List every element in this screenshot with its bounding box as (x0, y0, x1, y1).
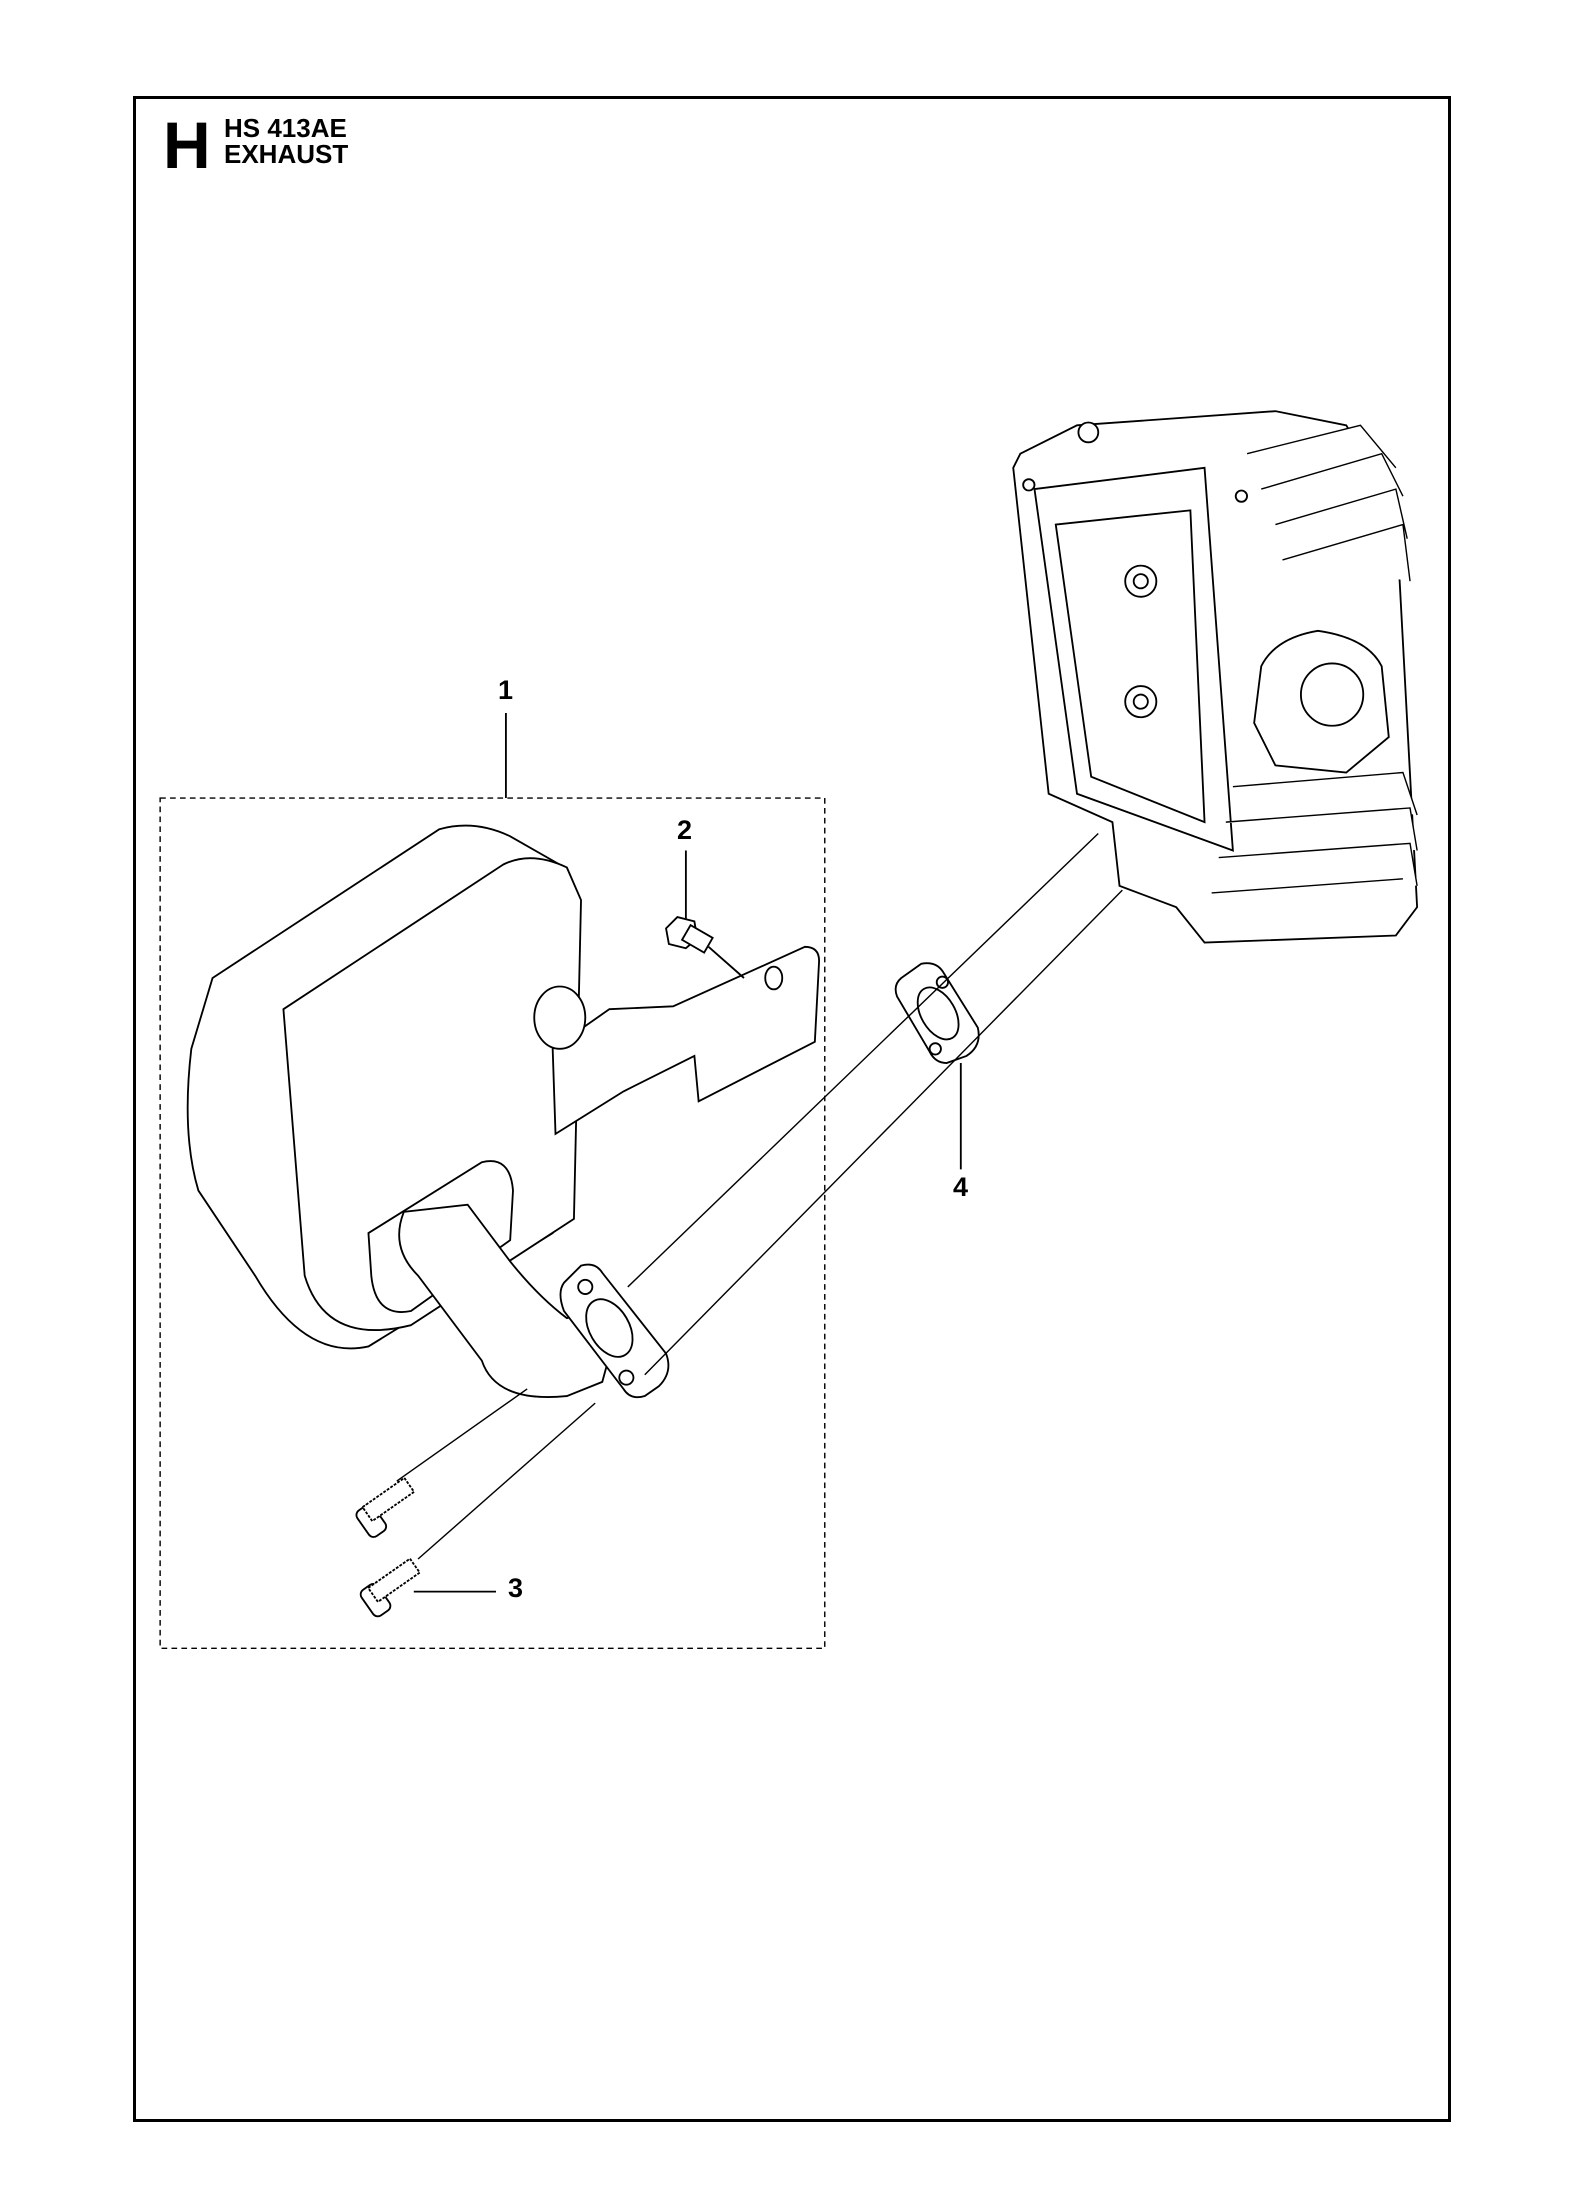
assembly-dashed-box (159, 797, 826, 1650)
section-letter: H (163, 108, 211, 182)
callout-2: 2 (677, 815, 693, 845)
muffler (186, 824, 821, 1398)
gasket-4 (894, 962, 980, 1064)
cylinder-head (1012, 410, 1419, 944)
screws-3 (355, 1476, 422, 1618)
page-title: HS 413AE EXHAUST (224, 115, 348, 167)
callout-3: 3 (508, 1573, 524, 1603)
model-name: HS 413AE (224, 113, 347, 143)
bolt-2 (665, 916, 714, 954)
section-title: EXHAUST (224, 139, 349, 169)
callout-1: 1 (498, 675, 514, 705)
flange-gasket-muffler (559, 1263, 670, 1399)
page-frame (133, 96, 1451, 2122)
callout-4: 4 (953, 1172, 969, 1202)
